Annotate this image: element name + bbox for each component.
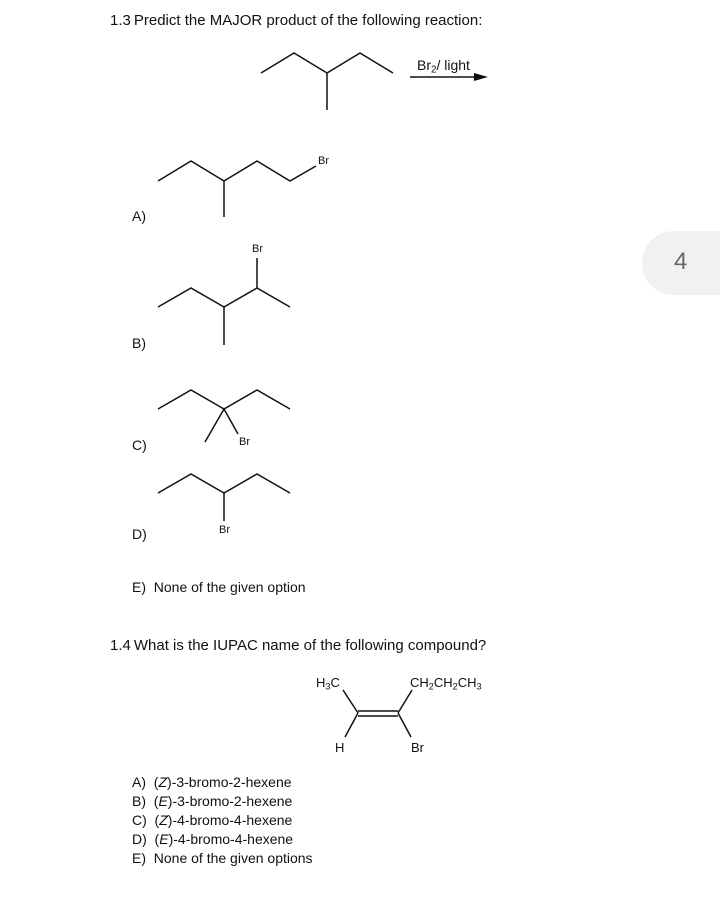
page-number: 4 <box>674 248 688 275</box>
label-br: Br <box>411 740 424 755</box>
option-b-label[interactable]: B) <box>132 335 146 351</box>
option-a-br-label: Br <box>318 155 329 167</box>
option-e-label: E) <box>132 579 146 595</box>
q14-option-d[interactable]: D) (E)-4-bromo-4-hexene <box>132 831 294 847</box>
question-text: What is the IUPAC name of the following … <box>133 637 487 654</box>
option-c-label[interactable]: C) <box>132 437 147 453</box>
q14-option-b[interactable]: B) (E)-3-bromo-2-hexene <box>132 793 293 809</box>
page-number-badge: 4 <box>642 231 720 295</box>
q14-option-a[interactable]: A) (Z)-3-bromo-2-hexene <box>132 774 292 790</box>
option-e-text: None of the given option <box>153 579 306 595</box>
option-e[interactable]: E) None of the given option <box>132 579 306 595</box>
option-a-label[interactable]: A) <box>132 208 146 224</box>
option-c-br-label: Br <box>239 436 250 448</box>
option-d-br-label: Br <box>219 524 230 536</box>
option-b-br-label: Br <box>252 243 263 255</box>
question-text: Predict the MAJOR product of the followi… <box>133 12 483 29</box>
q14-option-e[interactable]: E) None of the given options <box>132 850 313 866</box>
label-h: H <box>335 740 345 755</box>
question-number: 1.4 <box>110 637 131 654</box>
reaction-reagent: Br2/ light <box>417 57 470 76</box>
question-number: 1.3 <box>110 12 131 29</box>
q14-option-c[interactable]: C) (Z)-4-bromo-4-hexene <box>132 812 293 828</box>
label-propyl: CH2CH2CH3 <box>410 675 482 692</box>
label-h3c: H3C <box>316 675 340 692</box>
option-d-label[interactable]: D) <box>132 526 147 542</box>
